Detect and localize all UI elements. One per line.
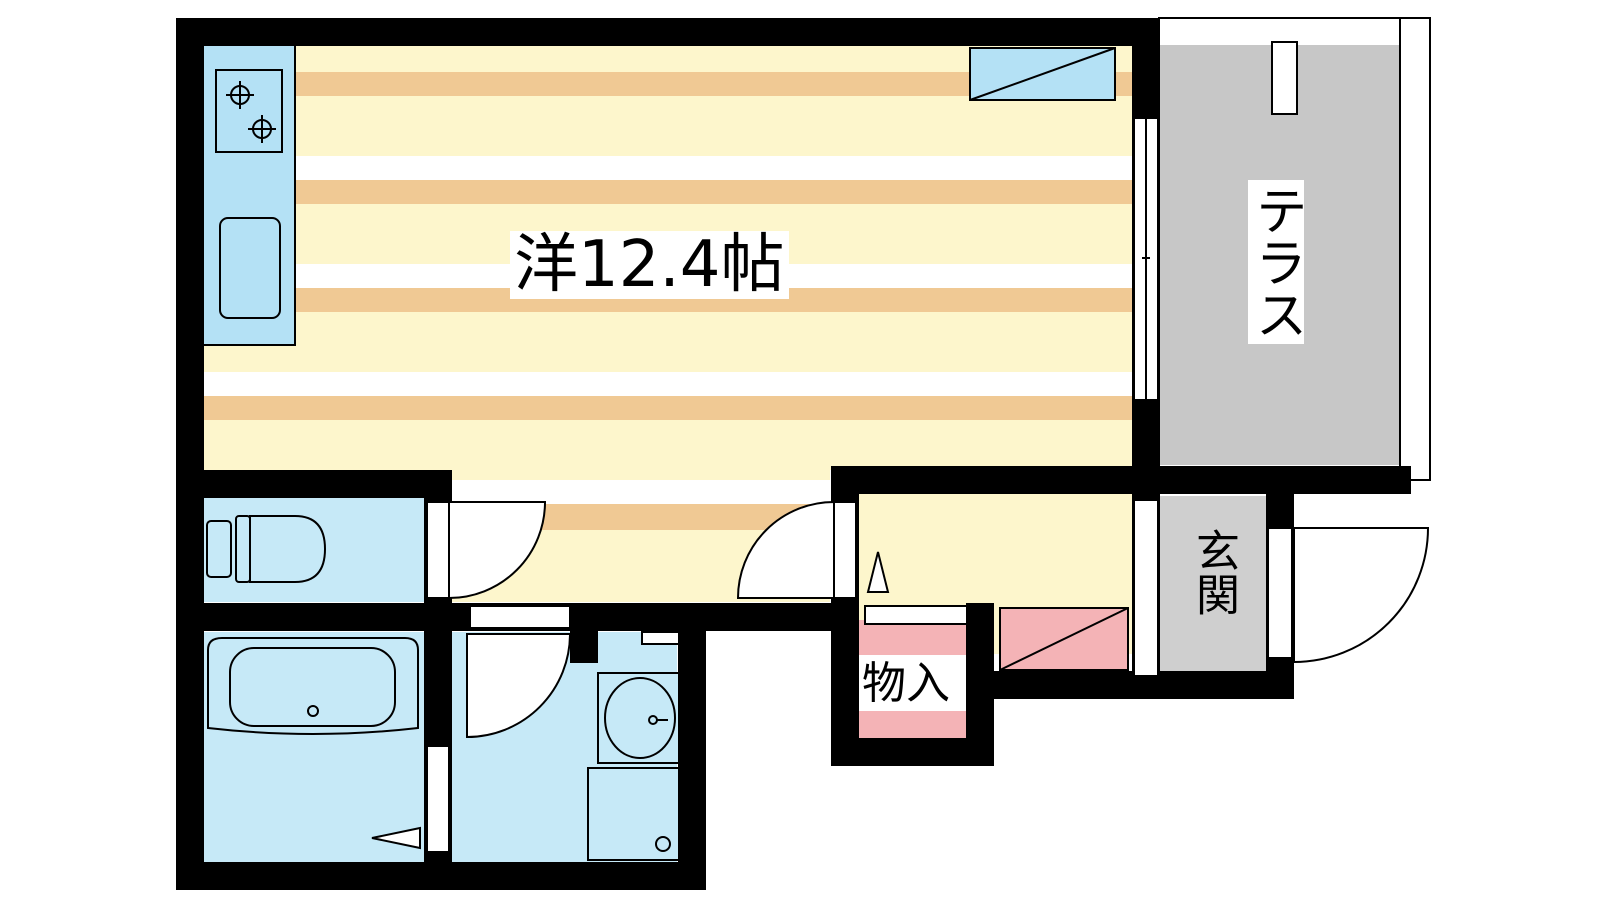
western-room-label: 洋12.4帖 xyxy=(510,231,789,299)
room-door-swing xyxy=(736,500,835,599)
openings xyxy=(426,117,1293,853)
storage-label: 物入 xyxy=(860,658,952,709)
toilet-door-frame xyxy=(426,501,450,599)
washer-space-icon xyxy=(587,767,681,861)
sink-icon xyxy=(219,217,281,319)
door-swings xyxy=(448,500,1430,739)
toilet-room xyxy=(202,484,424,602)
washroom-door-swing xyxy=(466,633,572,739)
bathtub-icon xyxy=(229,647,396,727)
entrance-label: 玄関 xyxy=(1188,526,1239,618)
entrance-door-swing xyxy=(1293,527,1430,664)
washbasin-icon xyxy=(604,677,676,759)
stove-icon xyxy=(215,69,283,153)
kitchen-counter xyxy=(201,44,296,346)
washroom xyxy=(452,631,681,864)
toilet-door-swing xyxy=(448,501,547,600)
closet-icon xyxy=(969,47,1116,101)
toilet-icon xyxy=(249,515,327,583)
bathroom xyxy=(202,632,424,864)
terrace-label: テラス xyxy=(1246,180,1306,344)
